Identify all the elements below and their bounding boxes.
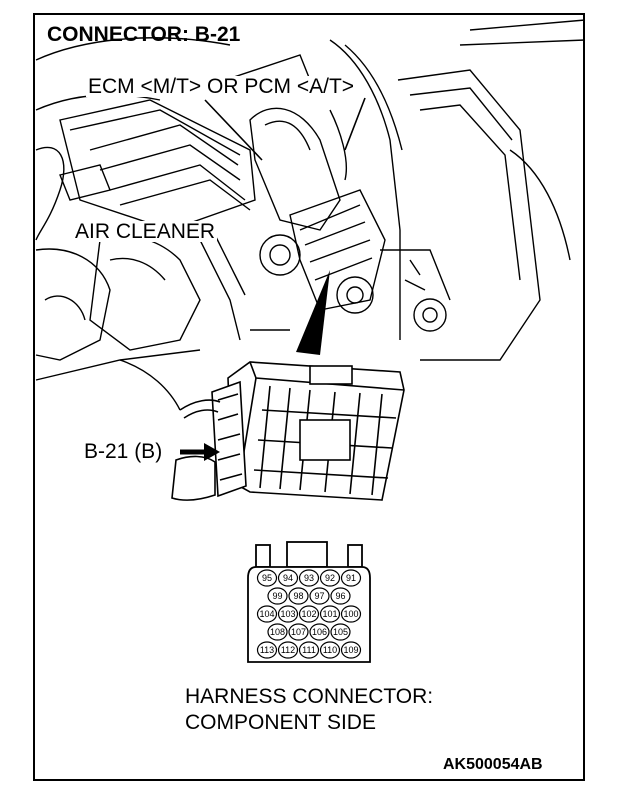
pin-label: 112 xyxy=(281,645,295,655)
pin-label: 99 xyxy=(272,591,282,601)
harness-caption-line2: COMPONENT SIDE xyxy=(185,711,376,734)
pin-label: 101 xyxy=(322,609,337,619)
connector-callout-label: B-21 (B) xyxy=(84,440,163,463)
pin-label: 97 xyxy=(314,591,324,601)
pin-97: 97 xyxy=(309,587,330,605)
pin-label: 111 xyxy=(302,645,316,655)
pin-93: 93 xyxy=(298,569,320,587)
pin-103: 103 xyxy=(277,605,299,623)
ecm-unit xyxy=(171,361,405,501)
pin-107: 107 xyxy=(288,623,309,641)
pin-label: 98 xyxy=(293,591,303,601)
pin-label: 92 xyxy=(325,573,335,583)
pin-label: 91 xyxy=(346,573,356,583)
pin-101: 101 xyxy=(319,605,341,623)
pin-98: 98 xyxy=(288,587,309,605)
harness-caption: HARNESS CONNECTOR: COMPONENT SIDE xyxy=(185,684,433,736)
pin-105: 105 xyxy=(330,623,351,641)
pin-96: 96 xyxy=(330,587,351,605)
figure-frame xyxy=(33,13,585,781)
pin-label: 107 xyxy=(291,627,306,637)
connector-pin-grid: 95 94 93 92 91 99 98 97 96 104 103 102 101 100 108 107 1… xyxy=(256,569,362,659)
pin-label: 109 xyxy=(343,645,358,655)
pin-110: 110 xyxy=(319,641,341,659)
pin-label: 106 xyxy=(312,627,327,637)
pin-111: 111 xyxy=(298,641,320,659)
pin-label: 96 xyxy=(335,591,345,601)
pin-94: 94 xyxy=(277,569,299,587)
pin-104: 104 xyxy=(256,605,278,623)
pin-92: 92 xyxy=(319,569,341,587)
figure-code: AK500054AB xyxy=(443,756,543,773)
pin-label: 103 xyxy=(280,609,295,619)
pin-label: 100 xyxy=(343,609,358,619)
pin-102: 102 xyxy=(298,605,320,623)
pin-95: 95 xyxy=(256,569,278,587)
pin-label: 104 xyxy=(259,609,274,619)
ecm-callout-label: ECM <M/T> OR PCM <A/T> xyxy=(86,75,357,98)
pin-label: 105 xyxy=(333,627,348,637)
pin-113: 113 xyxy=(256,641,278,659)
air-cleaner-callout-label: AIR CLEANER xyxy=(73,220,218,243)
pin-label: 93 xyxy=(304,573,314,583)
pin-label: 113 xyxy=(260,645,274,655)
pin-label: 108 xyxy=(270,627,285,637)
pin-label: 110 xyxy=(323,645,337,655)
harness-caption-line1: HARNESS CONNECTOR: xyxy=(185,685,434,708)
pin-91: 91 xyxy=(340,569,362,587)
pin-label: 94 xyxy=(283,573,293,583)
pin-label: 95 xyxy=(262,573,272,583)
pin-112: 112 xyxy=(277,641,299,659)
pin-label: 102 xyxy=(301,609,316,619)
pin-106: 106 xyxy=(309,623,330,641)
pin-99: 99 xyxy=(267,587,288,605)
pin-108: 108 xyxy=(267,623,288,641)
pin-109: 109 xyxy=(340,641,362,659)
page-title: CONNECTOR: B-21 xyxy=(47,23,241,46)
pin-100: 100 xyxy=(340,605,362,623)
